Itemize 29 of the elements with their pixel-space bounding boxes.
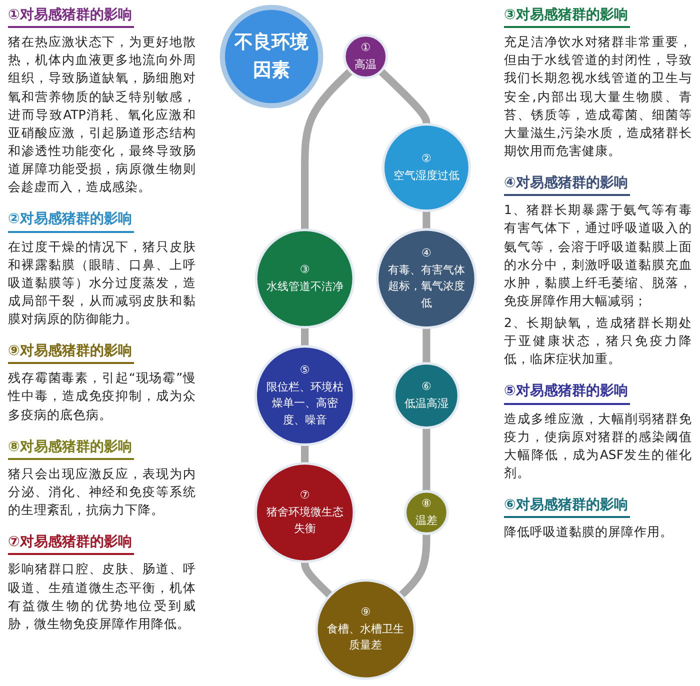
hub-circle: 不良环境因素 — [220, 4, 324, 108]
paragraph: 2、长期缺氧，造成猪群长期处于亚健康状态，猪只免疫力降低，临床症状加重。 — [504, 314, 692, 368]
factor-circle: ① 高温 — [343, 34, 388, 79]
section-heading: ①对易感猪群的影响 — [8, 6, 134, 28]
paragraph: 在过度干燥的情况下，猪只皮肤和裸露黏膜（眼睛、口鼻、上呼吸道黏膜等）水分过度蒸发，造成局部干裂，从而减弱皮肤和黏膜对病原的防御能力。 — [8, 238, 196, 328]
factor-circle: ③ 水线管道不洁净 — [254, 228, 355, 329]
factor-circle: ⑥ 低温高湿 — [392, 362, 460, 430]
factor-circle: ⑦ 猪舍环境微生态失衡 — [254, 462, 356, 563]
section-heading: ⑤对易感猪群的影响 — [504, 382, 630, 405]
section-heading: ⑨对易感猪群的影响 — [8, 342, 134, 364]
paragraph: 1、猪群长期暴露于氨气等有毒有害气体下，通过呼吸道吸入的氨气等，会溶于呼吸道黏膜上面的水分中，刺激呼吸道黏膜充血水肿，黏膜上纤毛萎缩、脱落，免疫屏障作用大幅减弱； — [504, 201, 692, 310]
paragraph: 残存霉菌毒素，引起“现场霉”慢性中毒，造成免疫抑制，成为众多疫病的底色病。 — [8, 369, 196, 424]
paragraph: 影响猪群口腔、皮肤、肠道、呼吸道、生殖道微生态平衡，机体有益微生物的优势地位受到威胁，微生物免疫屏障作用降低。 — [8, 560, 196, 633]
factor-circle: ⑧ 温差 — [404, 490, 449, 535]
paragraph: 猪只会出现应激反应，表现为内分泌、消化、神经和免疫等系统的生理紊乱，抗病力下降。 — [8, 464, 196, 520]
factor-circle: ④ 有毒、有害气体超标，氧气浓度低 — [376, 228, 477, 330]
section-heading: ②对易感猪群的影响 — [8, 210, 134, 232]
paragraph: 充足洁净饮水对猪群非常重要，但由于水线管道的封闭性，导致我们长期忽视水线管道的卫生与安全,内部出现大量生物膜、青苔、锈质等，造成霉菌、细菌等大量滋生,污染水质，造成猪群长期饮用而危害健康。 — [504, 33, 692, 160]
factor-circle: ⑤ 限位栏、环境枯燥单一、高密度、噪音 — [254, 345, 356, 446]
paragraph: 造成多维应激，大幅削弱猪群免疫力，使病原对猪群的感染阈值大幅降低，成为ASF发生的催化剂。 — [504, 410, 692, 482]
paragraph: 降低呼吸道黏膜的屏障作用。 — [504, 523, 674, 542]
factor-circle: ⑨ 食槽、水槽卫生质量差 — [315, 579, 416, 680]
section-heading: ⑧对易感猪群的影响 — [8, 438, 134, 460]
section-heading: ⑥对易感猪群的影响 — [504, 496, 630, 518]
factor-circle: ② 空气湿度过低 — [382, 123, 471, 212]
section-heading: ④对易感猪群的影响 — [504, 174, 630, 196]
section-heading: ③对易感猪群的影响 — [504, 6, 630, 28]
paragraph: 猪在热应激状态下，为更好地散热，机体内血液更多地流向外周组织，导致肠道缺氧，肠细胞对氧和营养物质的缺乏特别敏感，进而导致ATP消耗、氧化应激和亚硝酸应激，引起肠道形态结构和渗透性功能变化，最终导致肠道屏障功能受损，病原微生物则会趁虚而入，造成感染。 — [8, 33, 196, 196]
section-heading: ⑦对易感猪群的影响 — [8, 533, 134, 556]
